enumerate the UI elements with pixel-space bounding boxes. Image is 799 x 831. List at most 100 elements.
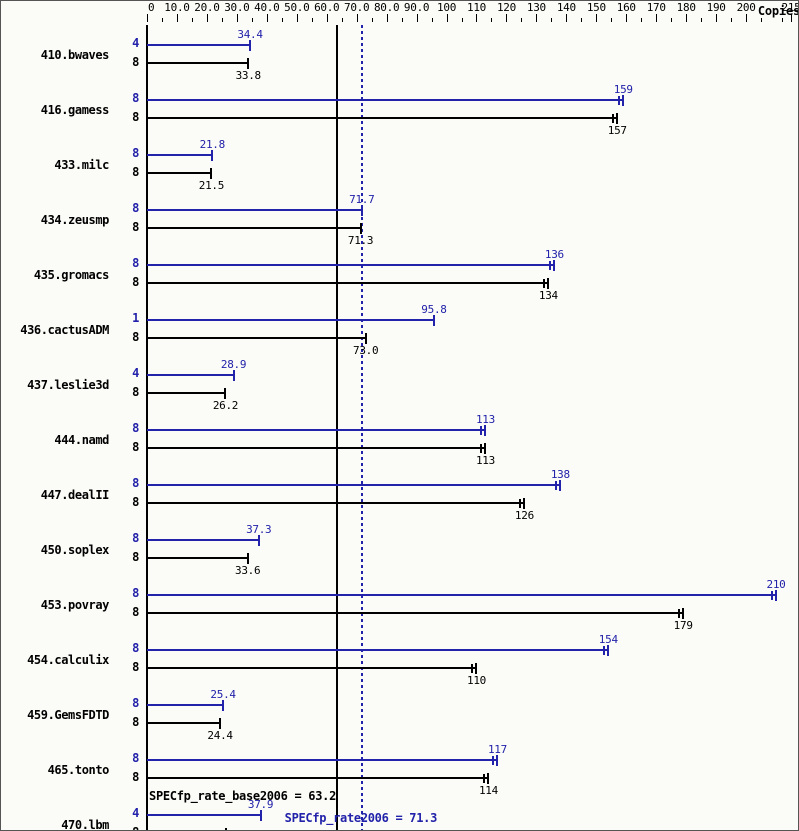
bar-value-label-base: 114 <box>478 784 498 797</box>
row-axis-stub <box>146 312 148 348</box>
footer-base-score: SPECfp_rate_base2006 = 63.2 <box>149 789 336 803</box>
bar-base <box>147 447 486 449</box>
copies-value-peak: 4 <box>132 36 139 50</box>
bar-endcap-peak <box>484 425 487 436</box>
bar-base <box>147 172 212 174</box>
axis-tick-minor <box>521 18 523 22</box>
copies-value-base: 8 <box>132 550 139 564</box>
axis-tick-major <box>626 14 628 22</box>
bar-value-label-base: 179 <box>673 619 693 632</box>
bar-value-label-peak: 25.4 <box>210 688 236 701</box>
axis-tick-label: 160 <box>616 1 636 14</box>
axis-tick-label: 170 <box>646 1 666 14</box>
axis-tick-minor <box>641 18 643 22</box>
bar-value-label-peak: 117 <box>487 743 507 756</box>
footer-peak-score: SPECfp_rate2006 = 71.3 <box>284 811 438 825</box>
copies-value-base: 8 <box>132 440 139 454</box>
benchmark-name: 459.GemsFDTD <box>27 708 109 722</box>
bar-peak <box>147 44 251 46</box>
copies-value-peak: 8 <box>132 476 139 490</box>
bar-endcap-peak <box>775 590 778 601</box>
axis-tick-label: 120 <box>496 1 516 14</box>
axis-tick-minor <box>551 18 553 22</box>
copies-value-base: 8 <box>132 660 139 674</box>
bar-endcap-base <box>364 333 367 344</box>
axis-tick-label: 40.0 <box>254 1 280 14</box>
row-axis-stub <box>146 807 148 830</box>
bar-endcap-peak <box>553 260 556 271</box>
bar-endcap-peak <box>622 95 625 106</box>
copies-value-base: 8 <box>132 715 139 729</box>
copies-value-peak: 8 <box>132 641 139 655</box>
axis-tick-minor <box>281 18 283 22</box>
base-reference-line <box>336 25 339 830</box>
benchmark-name: 450.soplex <box>40 543 110 557</box>
copies-value-base: 8 <box>132 165 139 179</box>
benchmark-name: 454.calculix <box>27 653 109 667</box>
axis-tick-minor <box>701 18 703 22</box>
benchmark-name: 437.leslie3d <box>27 378 109 392</box>
axis-tick-major <box>746 14 748 22</box>
axis-tick-major <box>416 14 418 22</box>
row-axis-stub <box>146 367 148 403</box>
bar-base <box>147 392 226 394</box>
copies-value-peak: 8 <box>132 421 139 435</box>
benchmark-name: 436.cactusADM <box>20 323 109 337</box>
bar-value-label-peak: 95.8 <box>421 303 447 316</box>
axis-tick-label: 215 <box>781 1 799 14</box>
benchmark-name: 416.gamess <box>40 103 110 117</box>
axis-tick-major <box>176 14 178 22</box>
axis-tick-major <box>716 14 718 22</box>
axis-tick-major <box>266 14 268 22</box>
copies-value-base: 8 <box>132 385 139 399</box>
axis-tick-minor <box>191 18 193 22</box>
bar-run-tick-peak <box>603 646 606 655</box>
bar-run-tick-peak <box>771 591 774 600</box>
bar-base <box>147 667 477 669</box>
bar-run-tick-base <box>678 609 681 618</box>
axis-tick-minor <box>311 18 313 22</box>
bar-value-label-peak: 21.8 <box>199 138 226 151</box>
bar-peak <box>147 539 259 541</box>
bar-base <box>147 282 549 284</box>
benchmark-name: 444.namd <box>54 433 109 447</box>
bar-endcap-base <box>225 828 228 830</box>
axis-tick-minor <box>161 18 163 22</box>
copies-value-peak: 4 <box>132 806 139 820</box>
bar-value-label-peak: 34.4 <box>237 28 263 41</box>
bar-run-tick-base <box>612 114 615 123</box>
copies-value-base: 8 <box>132 275 139 289</box>
bar-endcap-peak <box>257 535 260 546</box>
axis-tick-minor <box>221 18 223 22</box>
benchmark-name: 470.lbm <box>61 818 109 831</box>
bar-base <box>147 117 618 119</box>
axis-tick-major <box>791 14 792 22</box>
bar-base <box>147 62 249 64</box>
bar-endcap-base <box>359 223 362 234</box>
bar-run-tick-base <box>483 774 486 783</box>
bar-run-tick-peak <box>492 756 495 765</box>
axis-tick-label: 0 <box>148 1 155 14</box>
axis-tick-label: 70.0 <box>344 1 370 14</box>
bar-peak <box>147 319 434 321</box>
bar-value-label-base: 71.3 <box>347 234 374 247</box>
benchmark-name: 433.milc <box>54 158 109 172</box>
bar-endcap-base <box>547 278 550 289</box>
axis-tick-label: 50.0 <box>284 1 310 14</box>
bar-base <box>147 502 525 504</box>
bar-endcap-peak <box>607 645 610 656</box>
row-axis-stub <box>146 257 148 293</box>
bar-base <box>147 337 366 339</box>
copies-value-peak: 8 <box>132 531 139 545</box>
row-axis-stub <box>146 422 148 458</box>
bar-value-label-peak: 138 <box>550 468 570 481</box>
bar-peak <box>147 209 362 211</box>
bar-endcap-peak <box>232 370 235 381</box>
bar-run-tick-base <box>519 499 522 508</box>
bar-run-tick-base <box>471 664 474 673</box>
